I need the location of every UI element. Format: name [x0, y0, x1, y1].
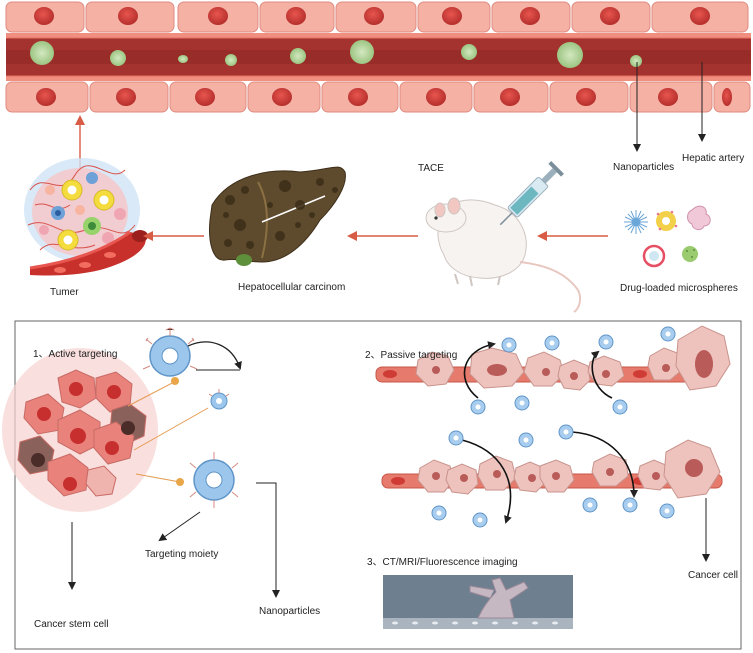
- syringe-icon: [499, 161, 564, 226]
- hcc-label: Hepatocellular carcinom: [238, 282, 346, 293]
- hepatic-artery-label: Hepatic artery: [682, 153, 745, 164]
- cancer-stem-cell-label: Cancer stem cell: [34, 619, 109, 630]
- liver-illustration: [209, 166, 346, 266]
- imaging-panel: [383, 575, 573, 629]
- nanoparticles-in-lumen: [30, 40, 642, 68]
- tumor-label: Tumer: [50, 287, 79, 298]
- active-targeting-panel: [2, 327, 280, 598]
- active-targeting-label: 1、Active targeting: [33, 349, 118, 360]
- endothelium-upper: [5, 1, 749, 33]
- passive-targeting-panel: [375, 325, 731, 562]
- targeting-moiety-label: Targeting moiety: [145, 549, 219, 560]
- cancer-cell-label: Cancer cell: [688, 570, 739, 581]
- tumor-cell-cluster: [2, 348, 158, 512]
- tumor-illustration: [24, 115, 148, 276]
- passive-targeting-label: 2、Passive targeting: [365, 350, 458, 361]
- targeted-nanoparticle-1: [127, 327, 242, 407]
- drug-loaded-label: Drug-loaded microspheres: [620, 283, 738, 294]
- targeted-nanoparticle-2: [135, 452, 239, 542]
- mouse-illustration: [425, 197, 582, 313]
- tace-label: TACE: [418, 163, 444, 174]
- mechanisms-frame: [14, 320, 742, 650]
- targeted-nanoparticle-small: [133, 389, 230, 451]
- nanoparticles-top-label: Nanoparticles: [613, 162, 675, 173]
- endothelium-lower: [5, 81, 751, 113]
- nanoparticles-bottom-pointer: [256, 482, 280, 598]
- blood-vessel-top: [5, 1, 751, 152]
- nanoparticles-bottom-label: Nanoparticles: [259, 606, 321, 617]
- imaging-label: 3、CT/MRI/Fluorescence imaging: [367, 557, 518, 568]
- drug-loaded-microspheres: [624, 205, 711, 268]
